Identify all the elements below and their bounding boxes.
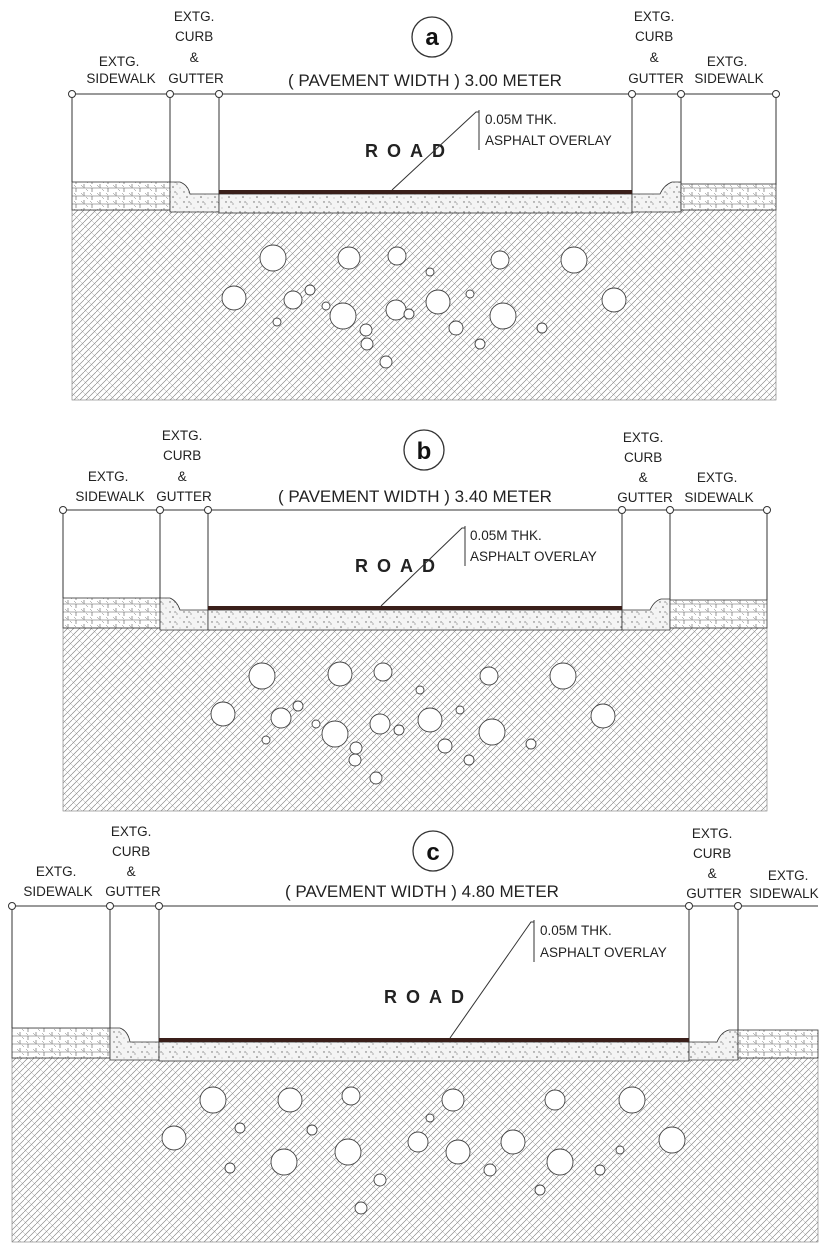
section-b-road-label: ROAD xyxy=(355,556,444,576)
section-c-overlay-label: ASPHALT OVERLAY xyxy=(540,945,667,960)
section-c-right-sidewalk xyxy=(737,1029,819,1059)
section-a: a EXTG. SIDEWALK EXTG. CURB & GUTTER EXT… xyxy=(68,9,780,401)
section-a-left-sidewalk-label: EXTG. SIDEWALK xyxy=(86,54,155,86)
section-b-aggregate xyxy=(210,661,616,785)
section-b-badge xyxy=(403,429,445,471)
section-a-asphalt-overlay xyxy=(219,190,632,194)
section-c-overlay-leader xyxy=(449,921,534,1039)
section-b-overlay-thk: 0.05M THK. xyxy=(470,528,542,543)
section-c-labels: c EXTG. SIDEWALK EXTG. CURB & GUTTER EXT… xyxy=(23,824,818,1007)
section-b-left-sidewalk-label: EXTG. SIDEWALK xyxy=(75,469,144,504)
section-c-badge xyxy=(412,830,454,872)
section-a-aggregate xyxy=(221,244,627,369)
section-b-overlay-leader xyxy=(380,527,465,607)
section-c-base-course xyxy=(158,1041,690,1062)
section-a-overlay-label: ASPHALT OVERLAY xyxy=(485,133,612,148)
section-b-right-sidewalk xyxy=(669,599,768,629)
section-b-base-course xyxy=(207,609,623,631)
section-a-pavement-width: ( PAVEMENT WIDTH ) 3.00 METER xyxy=(288,71,562,90)
section-c-left-curb-label: EXTG. CURB & GUTTER xyxy=(105,824,161,899)
section-b-letter: b xyxy=(417,438,432,465)
section-a-labels: a EXTG. SIDEWALK EXTG. CURB & GUTTER EXT… xyxy=(86,9,763,161)
section-b-left-curb-label: EXTG. CURB & GUTTER xyxy=(156,428,212,504)
section-a-right-sidewalk-label: EXTG. SIDEWALK xyxy=(694,54,763,86)
section-a-base-course xyxy=(218,193,633,214)
section-c-letter: c xyxy=(426,839,439,866)
section-c-left-sidewalk-label: EXTG. SIDEWALK xyxy=(23,864,92,899)
section-b-dimension-line xyxy=(59,506,771,610)
section-a-left-sidewalk xyxy=(71,181,171,211)
section-c-aggregate xyxy=(161,1086,686,1215)
section-a-dimension-line xyxy=(68,90,780,194)
section-c-left-curb xyxy=(109,1027,160,1061)
section-c-right-curb-label: EXTG. CURB & GUTTER xyxy=(686,826,742,901)
section-c-right-curb xyxy=(688,1029,739,1061)
section-b-overlay-label: ASPHALT OVERLAY xyxy=(470,549,597,564)
section-a-overlay-leader xyxy=(391,111,479,191)
section-c-road-label: ROAD xyxy=(384,987,473,1007)
section-c-right-sidewalk-label: EXTG. SIDEWALK xyxy=(749,868,818,901)
section-a-left-curb-label: EXTG. CURB & GUTTER xyxy=(168,9,224,86)
section-a-left-curb xyxy=(169,181,220,213)
section-b-asphalt-overlay xyxy=(208,606,622,610)
section-c-asphalt-overlay xyxy=(159,1038,689,1042)
section-b-left-curb xyxy=(159,597,209,631)
section-b: b EXTG. SIDEWALK EXTG. CURB & GUTTER EXT… xyxy=(59,428,771,812)
section-b-right-sidewalk-label: EXTG. SIDEWALK xyxy=(684,470,753,505)
section-a-badge xyxy=(411,16,453,58)
section-b-subgrade xyxy=(62,627,768,812)
section-a-road-label: ROAD xyxy=(365,141,454,161)
section-b-labels: b EXTG. SIDEWALK EXTG. CURB & GUTTER EXT… xyxy=(75,428,753,576)
section-c: c EXTG. SIDEWALK EXTG. CURB & GUTTER EXT… xyxy=(8,824,819,1243)
section-a-subgrade xyxy=(71,209,777,401)
section-a-letter: a xyxy=(425,24,439,51)
section-a-overlay-thk: 0.05M THK. xyxy=(485,112,557,127)
section-c-overlay-thk: 0.05M THK. xyxy=(540,923,612,938)
section-c-pavement-width: ( PAVEMENT WIDTH ) 4.80 METER xyxy=(285,882,559,901)
section-b-pavement-width: ( PAVEMENT WIDTH ) 3.40 METER xyxy=(278,487,552,506)
section-c-left-sidewalk xyxy=(11,1027,111,1059)
section-b-right-curb-label: EXTG. CURB & GUTTER xyxy=(617,430,673,505)
section-c-dimension-line xyxy=(8,902,818,1042)
section-b-right-curb xyxy=(621,598,671,631)
section-a-right-curb xyxy=(631,181,682,213)
section-a-right-sidewalk xyxy=(680,183,777,211)
section-a-right-curb-label: EXTG. CURB & GUTTER xyxy=(628,9,684,86)
section-b-left-sidewalk xyxy=(62,597,161,629)
